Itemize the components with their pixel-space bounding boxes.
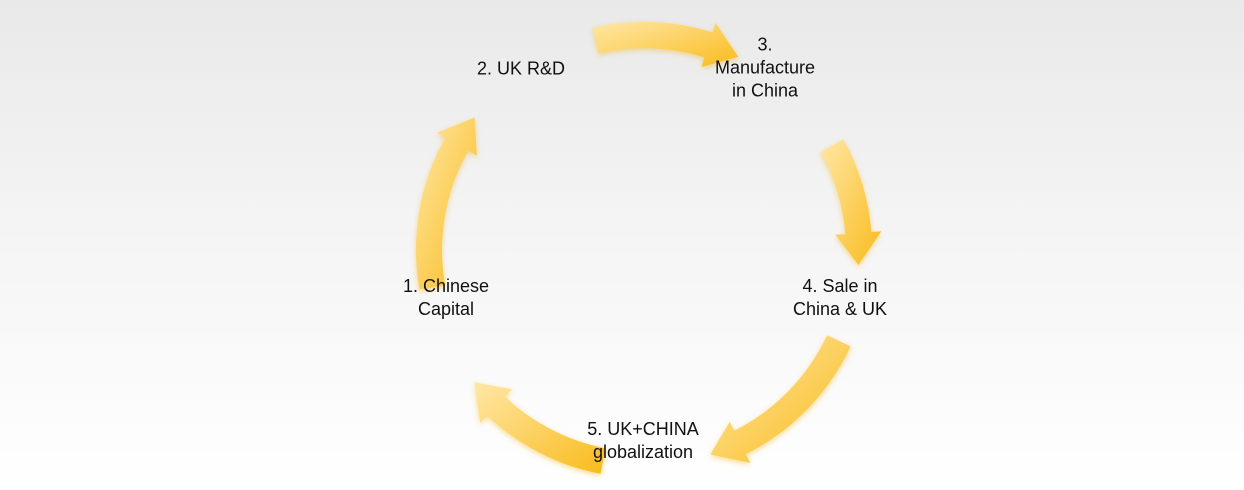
node-label-uk-rd: 2. UK R&D: [476, 58, 566, 79]
arrow-rd-to-manufacture: [592, 21, 739, 67]
arrow-sale-to-globalization: [710, 335, 851, 463]
node-label-sale-in-china-uk: 4. Sale in China & UK: [792, 276, 888, 319]
node-label-manufacture-in-china: 3. Manufacture in China: [714, 34, 816, 101]
arrow-globalization-to-capital: [474, 382, 606, 474]
node-label-uk-china-globalization: 5. UK+CHINA globalization: [587, 419, 699, 462]
node-label-chinese-capital: 1. Chinese Capital: [402, 276, 490, 319]
arrow-capital-to-rd: [416, 117, 477, 290]
arrow-manufacture-to-sale: [820, 139, 882, 265]
